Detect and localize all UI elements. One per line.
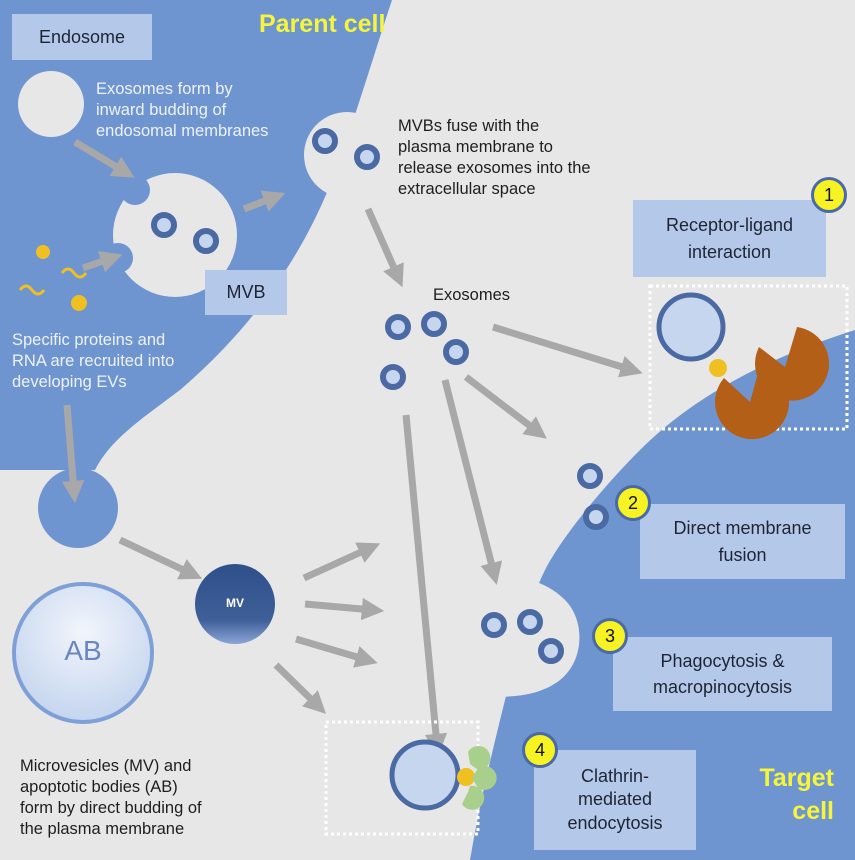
exosome-formation-caption: Exosomes form by inward budding of endos… (96, 79, 268, 142)
target-cell-title-line1: Target (759, 764, 834, 792)
mechanism-3-badge: 3 (592, 618, 628, 654)
cargo-proteins-rna (18, 245, 88, 311)
flow-arrow (61, 404, 85, 504)
mechanism-line: Phagocytosis & (660, 650, 785, 671)
endosome (18, 71, 84, 137)
exosome (577, 463, 603, 489)
mvb-fusion-caption: MVBs fuse with the plasma membrane to re… (398, 116, 591, 200)
mechanism-line: Receptor-ligand (665, 215, 794, 236)
flow-arrow (364, 207, 404, 288)
mvb-inward-bud-1 (120, 175, 150, 205)
microvesicle (195, 564, 275, 644)
clathrin-ligand (457, 768, 475, 786)
flow-arrow (73, 138, 135, 178)
exosome (583, 504, 609, 530)
arrow-group (61, 138, 643, 757)
exosomes-label: Exosomes (433, 286, 511, 304)
caption-line: Microvesicles (MV) and (20, 757, 192, 775)
exosome (538, 638, 564, 664)
mechanism-1-badge: 1 (811, 177, 847, 213)
endosome-label: Endosome (12, 14, 152, 60)
mechanism-line: interaction (687, 241, 772, 262)
receptor-2 (755, 327, 830, 401)
caption-line: Exosomes form by (96, 80, 233, 98)
parent-cell-title: Parent cell (259, 10, 386, 38)
mechanism-1-receptor-ligand: Receptor-ligand interaction (633, 200, 826, 277)
exosome (193, 228, 219, 254)
flow-arrow (304, 597, 385, 621)
mechanism-4-badge: 4 (522, 732, 558, 768)
exosome (385, 314, 411, 340)
mvb (113, 173, 237, 297)
ligand (709, 359, 727, 377)
flow-arrow (491, 323, 643, 378)
exosome (151, 212, 177, 238)
exosome-group (151, 128, 609, 664)
exosome (380, 364, 406, 390)
flow-arrow (273, 662, 327, 714)
flow-arrow (295, 635, 378, 668)
caption-line: developing EVs (12, 372, 127, 391)
mechanism-line: Clathrin- (580, 765, 650, 786)
clathrin-coat (462, 746, 497, 810)
caption-line: MVBs fuse with the (398, 117, 540, 135)
mv-label: MV (226, 596, 244, 610)
caption-line: form by direct budding of (20, 798, 202, 817)
exosome (312, 128, 338, 154)
target-cell-title-line2: cell (792, 796, 834, 825)
caption-line: apoptotic bodies (AB) (20, 777, 178, 796)
mechanism-line: macropinocytosis (652, 677, 793, 697)
flow-arrow (402, 414, 448, 757)
cargo-recruitment-caption: Specific proteins and RNA are recruited … (12, 330, 174, 393)
flow-arrow (463, 374, 547, 439)
exosome (481, 612, 507, 638)
apoptotic-body (12, 582, 154, 724)
target-cell-title: Target cell (752, 762, 834, 827)
exosome (354, 144, 380, 170)
exosome (443, 339, 469, 365)
caption-line: Specific proteins and (12, 331, 166, 349)
budding-microvesicle (38, 468, 118, 548)
mechanism-line: mediated (577, 789, 653, 810)
mechanism-3-phagocytosis: Phagocytosis & macropinocytosis (613, 637, 832, 711)
ev-bound-to-receptor (656, 292, 726, 362)
flow-arrow (242, 190, 286, 213)
mechanism-line: Direct membrane (673, 518, 812, 539)
target-cell-region (470, 330, 855, 860)
caption-line: RNA are recruited into (12, 351, 175, 370)
mechanism-line: endocytosis (567, 812, 663, 833)
exosome (517, 609, 543, 635)
ev-endocytosing (389, 739, 461, 811)
caption-line: plasma membrane to (398, 137, 553, 156)
flow-arrow (118, 536, 203, 580)
mv-ab-formation-caption: Microvesicles (MV) and apoptotic bodies … (20, 756, 202, 840)
caption-line: extracellular space (398, 179, 536, 198)
caption-line: endosomal membranes (96, 121, 269, 140)
mechanism-4-clathrin: Clathrin- mediated endocytosis (534, 750, 696, 850)
ab-label: AB (64, 635, 102, 666)
mechanism-2-badge: 2 (615, 485, 651, 521)
flow-arrow (302, 542, 381, 582)
flow-arrow (81, 251, 123, 273)
flow-arrow (441, 379, 503, 585)
mvb-label: MVB (205, 270, 287, 315)
caption-line: the plasma membrane (20, 819, 185, 838)
exosome (421, 311, 447, 337)
caption-line: release exosomes into the (398, 158, 591, 177)
phagocytic-cup (465, 577, 580, 697)
mechanism-2-direct-fusion: Direct membrane fusion (640, 504, 845, 579)
mechanism-line: fusion (718, 544, 767, 565)
caption-line: inward budding of (96, 100, 227, 119)
